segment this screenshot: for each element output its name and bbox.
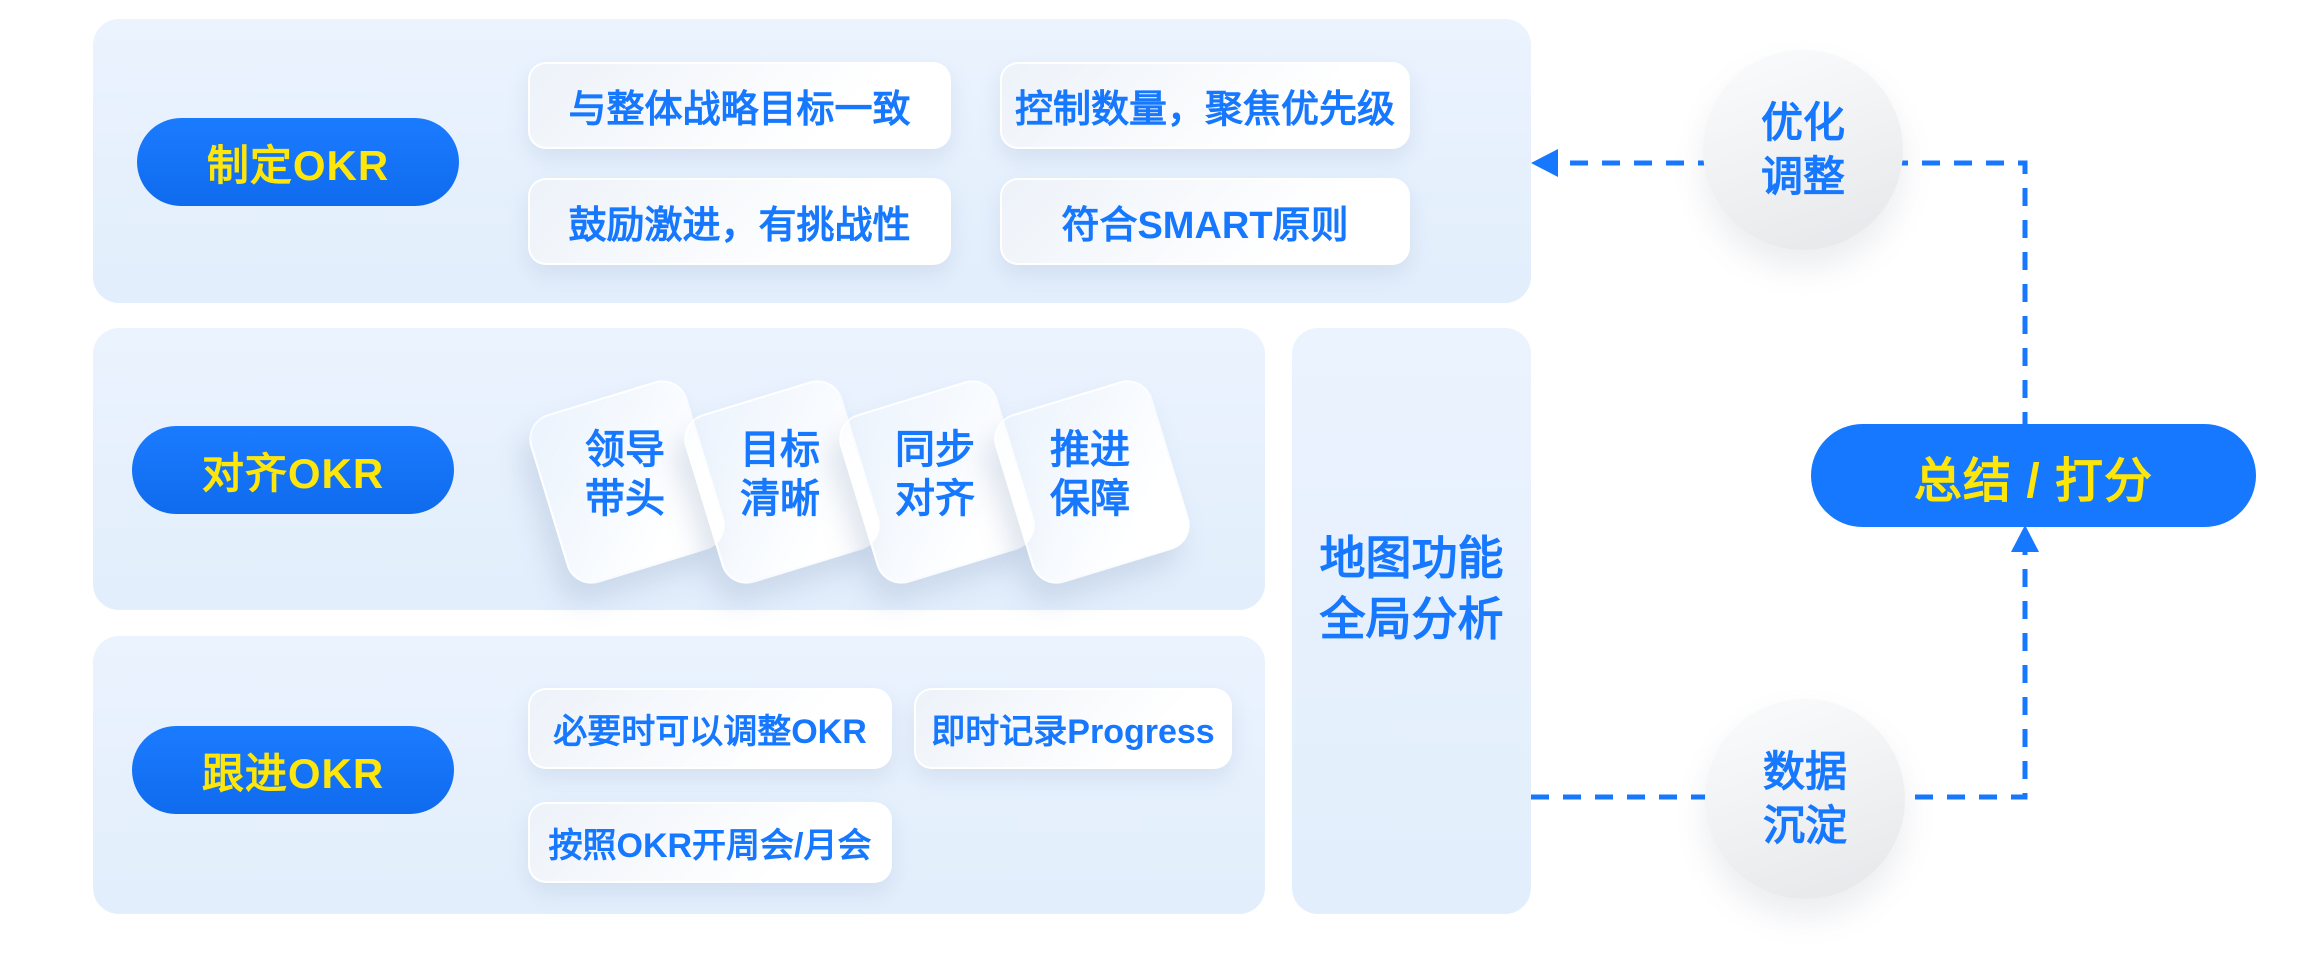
align-card-clear-goals: 目标 清晰 (700, 426, 860, 524)
card-line: 推进 (1050, 428, 1130, 472)
card-line: 目标 (740, 428, 820, 472)
data-accumulation-node: 数据 沉淀 (1705, 699, 1905, 899)
map-analysis-label: 地图功能 全局分析 (1292, 528, 1531, 649)
map-label-line: 全局分析 (1319, 592, 1504, 645)
align-okr-pill: 对齐OKR (132, 426, 454, 514)
plan-point-aggressive: 鼓励激进，有挑战性 (528, 178, 951, 265)
card-line: 同步 (895, 428, 975, 472)
arrow-left-icon (1531, 149, 1558, 177)
node-line: 数据 (1762, 748, 1847, 796)
node-line: 优化 (1760, 99, 1845, 147)
follow-point-weekly-monthly-meeting: 按照OKR开周会/月会 (528, 802, 892, 883)
plan-point-strategy-aligned: 与整体战略目标一致 (528, 62, 951, 149)
map-label-line: 地图功能 (1319, 532, 1504, 584)
card-line: 领导 (585, 428, 665, 472)
follow-point-record-progress: 即时记录Progress (914, 688, 1232, 769)
arrow-up-icon (2011, 525, 2039, 552)
node-line: 沉淀 (1762, 802, 1847, 849)
align-card-sync-align: 同步 对齐 (855, 426, 1015, 524)
follow-point-adjust-okr: 必要时可以调整OKR (528, 688, 892, 769)
summary-score-pill: 总结 / 打分 (1811, 424, 2256, 527)
optimize-adjust-node: 优化 调整 (1703, 50, 1903, 250)
plan-okr-pill: 制定OKR (137, 118, 459, 206)
card-line: 带头 (585, 476, 665, 521)
plan-point-control-quantity: 控制数量，聚焦优先级 (1000, 62, 1410, 149)
node-line: 调整 (1760, 153, 1845, 200)
align-card-push-guarantee: 推进 保障 (1010, 426, 1170, 524)
plan-point-smart: 符合SMART原则 (1000, 178, 1410, 265)
card-line: 清晰 (740, 476, 820, 521)
panel-map-analysis (1292, 328, 1531, 914)
follow-okr-pill: 跟进OKR (132, 726, 454, 814)
card-line: 对齐 (895, 476, 975, 521)
align-card-leader-leads: 领导 带头 (545, 426, 705, 524)
card-line: 保障 (1050, 476, 1130, 521)
